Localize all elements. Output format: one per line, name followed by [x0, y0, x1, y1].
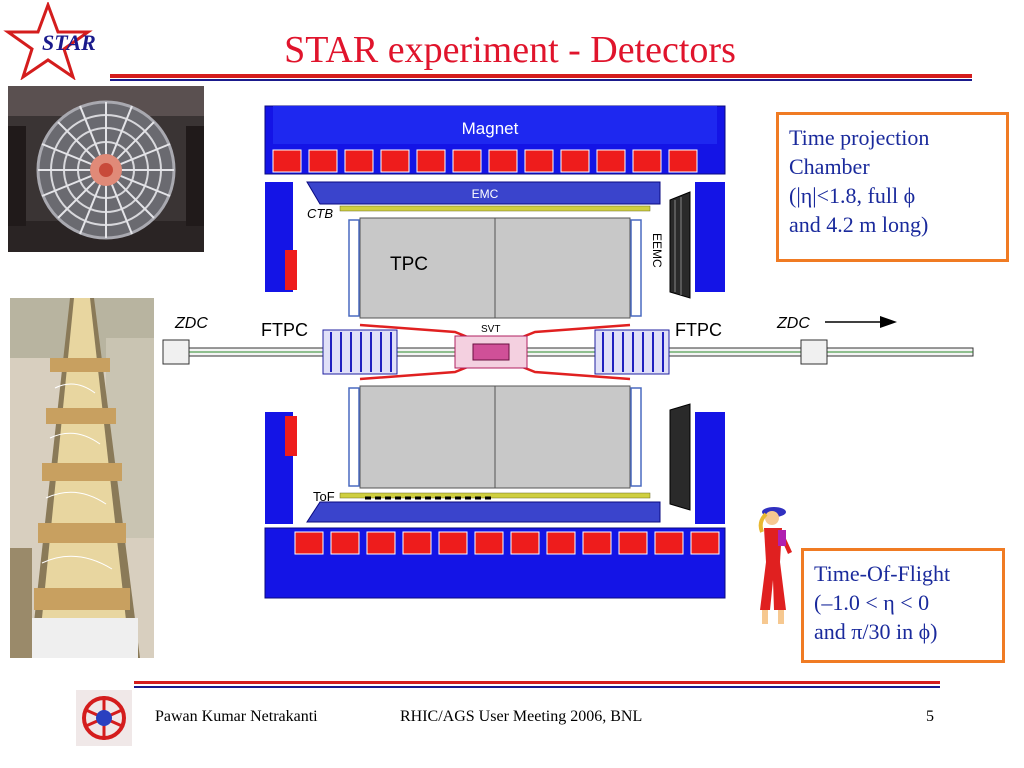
tof-callout: Time-Of-Flight (–1.0 < η < 0 and π/30 in… [801, 548, 1005, 663]
emc-label: EMC [472, 187, 499, 201]
footer-meeting: RHIC/AGS User Meeting 2006, BNL [400, 708, 643, 725]
tpc-photo [8, 86, 204, 252]
tof-label: ToF [313, 489, 335, 504]
tof-callout-line1: Time-Of-Flight [814, 561, 951, 586]
ftpc-left-detector [322, 329, 398, 375]
zdc-right-label: ZDC [776, 315, 810, 332]
tpc-callout-line1: Time projection [789, 125, 930, 150]
emc-top [306, 181, 661, 205]
coils-top [272, 149, 698, 173]
tpc-label: TPC [390, 254, 428, 275]
pole-right-top [695, 182, 725, 292]
ftpc-right-detector [594, 329, 670, 375]
tpc-callout-line2: Chamber [789, 154, 870, 179]
zdc-left-label: ZDC [174, 315, 208, 332]
page-number: 5 [926, 708, 934, 725]
tof-callout-line2: (–1.0 < η < 0 [814, 590, 930, 615]
eemc [669, 191, 691, 299]
title-rule [110, 74, 972, 78]
ctb-label: CTB [307, 206, 333, 221]
tpc-callout-line3: (|η|<1.8, full ϕ [789, 183, 916, 208]
star-logo: STAR [2, 0, 112, 81]
zdc-left-detector [162, 339, 190, 365]
ftpc-left-label: FTPC [261, 320, 308, 340]
footer-rule [134, 681, 940, 684]
logo-text: STAR [42, 30, 96, 55]
slide-title: STAR experiment - Detectors [284, 29, 736, 71]
pole-right-bottom [695, 412, 725, 524]
footer-rule-blue [134, 686, 940, 688]
ctb-top [339, 205, 651, 212]
tpc-callout: Time projection Chamber (|η|<1.8, full ϕ… [776, 112, 1009, 262]
coils-bottom [294, 531, 720, 555]
footer-author: Pawan Kumar Netrakanti [155, 708, 318, 725]
magnet-label: Magnet [462, 119, 519, 138]
tof-tray-photo [10, 298, 154, 658]
star-detector-diagram: Magnet EMC CTB TPC EEMC [162, 105, 974, 599]
eemc-label: EEMC [650, 233, 664, 268]
svt-label: SVT [481, 324, 500, 335]
tof-callout-line3: and π/30 in ϕ) [814, 619, 938, 644]
cartoon-woman [748, 500, 800, 630]
zdc-right-detector [800, 339, 828, 365]
beam-arrow [825, 316, 897, 328]
ftpc-right-label: FTPC [675, 320, 722, 340]
emc-bottom [306, 501, 661, 523]
footer-logo [76, 690, 132, 746]
tpc-callout-line4: and 4.2 m long) [789, 212, 929, 237]
title-rule-blue [110, 79, 972, 81]
